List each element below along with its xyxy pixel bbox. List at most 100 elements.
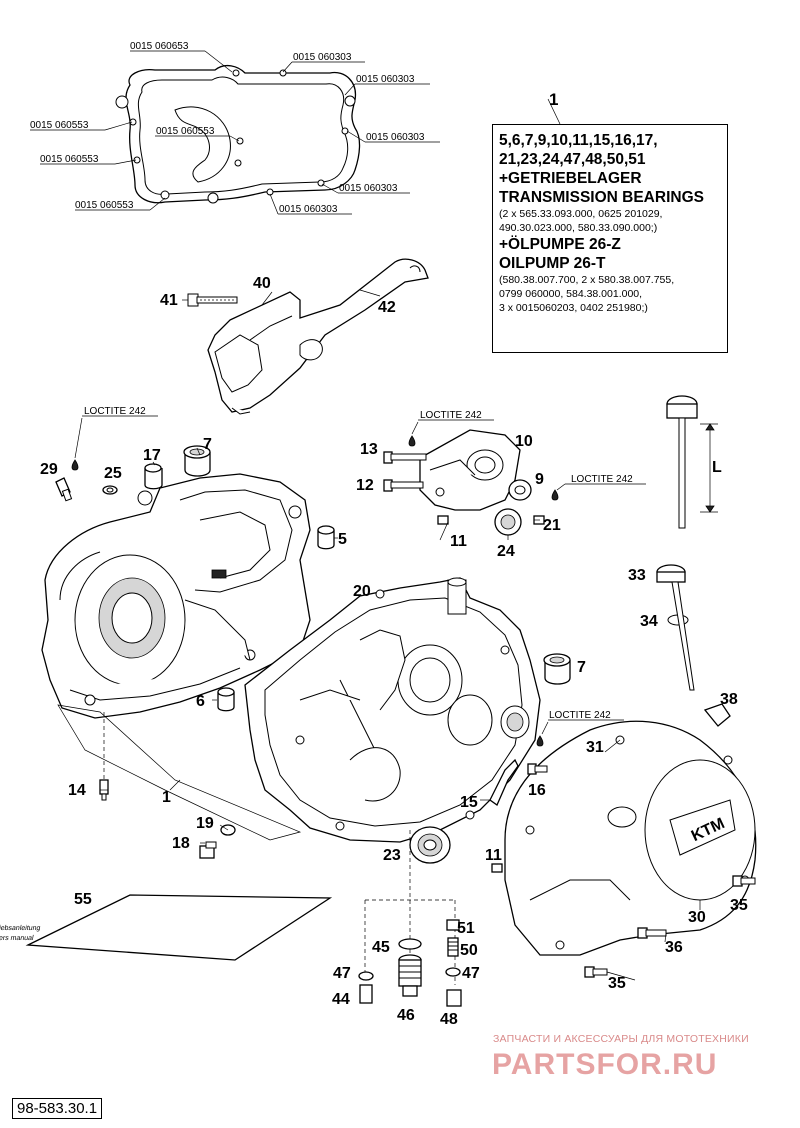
- bushing-7-top: [183, 445, 211, 477]
- left-crankcase-half: [41, 473, 311, 719]
- drawing-number: 98-583.30.1: [12, 1098, 103, 1119]
- callout-13: 13: [360, 441, 378, 458]
- kit-line-8: OILPUMP 26-T: [499, 255, 606, 272]
- dipstick: [666, 395, 718, 529]
- owners-manual-55: Betriebsanleitung Owners manual: [0, 894, 333, 961]
- screw-41: [187, 293, 238, 307]
- callout-42: 42: [378, 299, 396, 316]
- callout-31: 31: [586, 739, 604, 756]
- callout-9: 9: [535, 471, 544, 488]
- oil-pump-10: [419, 429, 521, 511]
- watermark-tagline: ЗАПЧАСТИ И АКСЕССУАРЫ ДЛЯ МОТОТЕХНИКИ: [493, 1033, 749, 1045]
- gasket-label-3: 0015 060303: [356, 74, 415, 85]
- oil-filler-33: [656, 564, 695, 691]
- screw-35-a: [732, 875, 756, 887]
- gasket-label-2: 0015 060303: [293, 52, 352, 63]
- pin-11a: [437, 515, 449, 525]
- svg-text:Owners manual: Owners manual: [0, 935, 35, 942]
- svg-text:PARTSFOR.RU: PARTSFOR.RU: [492, 1048, 717, 1080]
- gasket-label-9: 0015 060553: [75, 200, 134, 211]
- kit-line-10: 0799 060000, 584.38.001.000,: [499, 288, 643, 300]
- spring-50: [447, 937, 459, 957]
- crankcase-gasket: [115, 64, 361, 204]
- left-case-base-outline: [57, 704, 302, 841]
- callout-35a: 35: [730, 897, 748, 914]
- callout-36: 36: [665, 939, 683, 956]
- right-crankcase-half: [244, 577, 541, 843]
- kit-callout-number: 1: [549, 90, 559, 109]
- bracket-15: [489, 758, 519, 806]
- callout-35b: 35: [608, 975, 626, 992]
- washer-47-left: [358, 971, 374, 981]
- bolt-29: [55, 477, 73, 502]
- kit-line-1: 5,6,7,9,10,11,15,16,17,: [499, 132, 658, 149]
- washer-25: [102, 485, 118, 495]
- gasket-label-5: 0015 060553: [156, 126, 215, 137]
- screw-16: [527, 763, 548, 775]
- washer-47-right: [445, 967, 461, 977]
- callout-33: 33: [628, 567, 646, 584]
- dowel-6: [217, 687, 235, 712]
- o-ring-45: [398, 938, 422, 950]
- gasket-part-numbers: 0015 060653 0015 060303 0015 060303 0015…: [30, 41, 425, 215]
- callout-11b: 11: [485, 847, 502, 864]
- plug-48: [446, 989, 462, 1007]
- plug-44: [359, 984, 373, 1004]
- gasket-label-8: 0015 060303: [339, 183, 398, 194]
- callout-30: 30: [688, 909, 706, 926]
- kit-line-9: (580.38.007.700, 2 x 580.38.007.755,: [499, 274, 675, 286]
- kit-line-6: 490.30.023.000, 580.33.090.000;): [499, 222, 658, 234]
- gasket-label-10: 0015 060303: [279, 204, 338, 215]
- callout-18: 18: [172, 835, 190, 852]
- sleeve-17: [144, 463, 163, 490]
- clutch-cover-30: KTM: [504, 720, 757, 956]
- kit-contents-box: 5,6,7,9,10,11,15,16,17, 21,23,24,47,48,5…: [492, 124, 728, 353]
- callout-51: 51: [457, 920, 475, 937]
- callout-11a: 11: [450, 533, 467, 550]
- kit-line-2: 21,23,24,47,48,50,51: [499, 151, 646, 168]
- callout-leaders: [100, 98, 701, 981]
- callout-19: 19: [196, 815, 214, 832]
- svg-text:Betriebsanleitung: Betriebsanleitung: [0, 925, 41, 932]
- callout-14: 14: [68, 782, 86, 799]
- loctite-leaders: [74, 417, 566, 735]
- callout-47b: 47: [462, 965, 480, 982]
- callout-25: 25: [104, 465, 122, 482]
- gasket-label-6: 0015 060303: [366, 132, 425, 143]
- screw-12: [383, 479, 424, 492]
- screw-36: [637, 927, 667, 939]
- callout-23: 23: [383, 847, 401, 864]
- callout-48: 48: [440, 1011, 458, 1028]
- loctite-label-3: LOCTITE 242: [571, 474, 633, 485]
- screw-35-b: [584, 966, 608, 978]
- kit-line-5: (2 x 565.33.093.000, 0625 201029,: [499, 208, 663, 220]
- callout-6: 6: [196, 693, 205, 710]
- gasket-label-7: 0015 060553: [40, 154, 99, 165]
- callout-24: 24: [497, 543, 515, 560]
- oil-screen-46: [398, 954, 422, 997]
- callout-1a: 1: [162, 789, 171, 806]
- kit-line-11: 3 x 0015060203, 0402 251980;): [499, 302, 648, 314]
- callout-55: 55: [74, 891, 92, 908]
- callout-47a: 47: [333, 965, 351, 982]
- seal-24: [494, 508, 522, 536]
- callout-10: 10: [515, 433, 533, 450]
- callout-44: 44: [332, 991, 350, 1008]
- callout-45: 45: [372, 939, 390, 956]
- callout-41: 41: [160, 292, 178, 309]
- bushing-7-right: [543, 653, 571, 685]
- callout-21: 21: [543, 517, 561, 534]
- screw-13: [383, 451, 427, 464]
- kit-line-7: +ÖLPUMPE 26-Z: [499, 236, 621, 253]
- gear-9: [508, 479, 532, 501]
- callout-20: 20: [353, 583, 371, 600]
- callout-50: 50: [460, 942, 478, 959]
- clamp-38: [703, 703, 731, 727]
- callout-38: 38: [720, 691, 738, 708]
- callout-numbers: 40 41 42 7 17 25 29 5 6 13 12 10 9 21 11…: [40, 275, 748, 1028]
- callout-12: 12: [356, 477, 374, 494]
- callout-L: L: [712, 459, 722, 476]
- callout-46: 46: [397, 1007, 415, 1024]
- callout-40: 40: [253, 275, 271, 292]
